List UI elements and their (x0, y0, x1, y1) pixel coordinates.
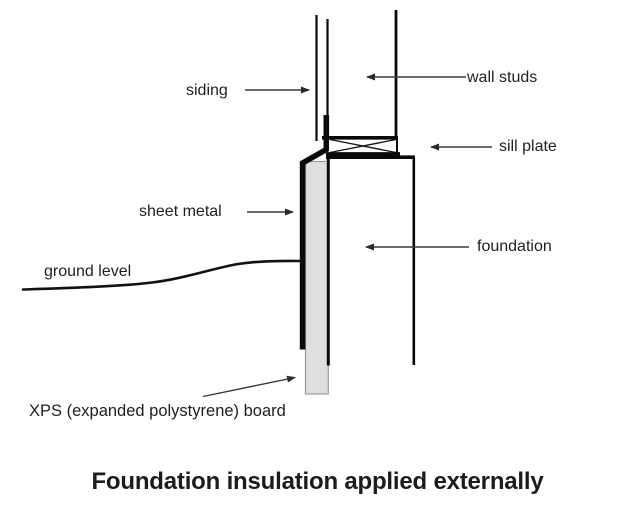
ground-level-label: ground level (44, 263, 132, 280)
sill-plate-shape (322, 136, 400, 156)
siding-label: siding (186, 82, 228, 99)
foundation-label: foundation (477, 238, 552, 255)
ground-level-line (21, 259, 304, 291)
sill-plate-label: sill plate (499, 138, 557, 155)
xps-board-arrow (202, 375, 296, 398)
wall-studs-label: wall studs (467, 69, 538, 86)
xps-board-label: XPS (expanded polystyrene) board (29, 402, 286, 420)
diagram-title: Foundation insulation applied externally (91, 468, 544, 495)
sheet-metal-label: sheet metal (139, 203, 222, 220)
foundation-shape (326, 155, 416, 366)
sheet-metal-shape (299, 115, 330, 350)
xps-board-shape (304, 160, 329, 395)
sill-plate-cross-line-2 (329, 138, 397, 154)
